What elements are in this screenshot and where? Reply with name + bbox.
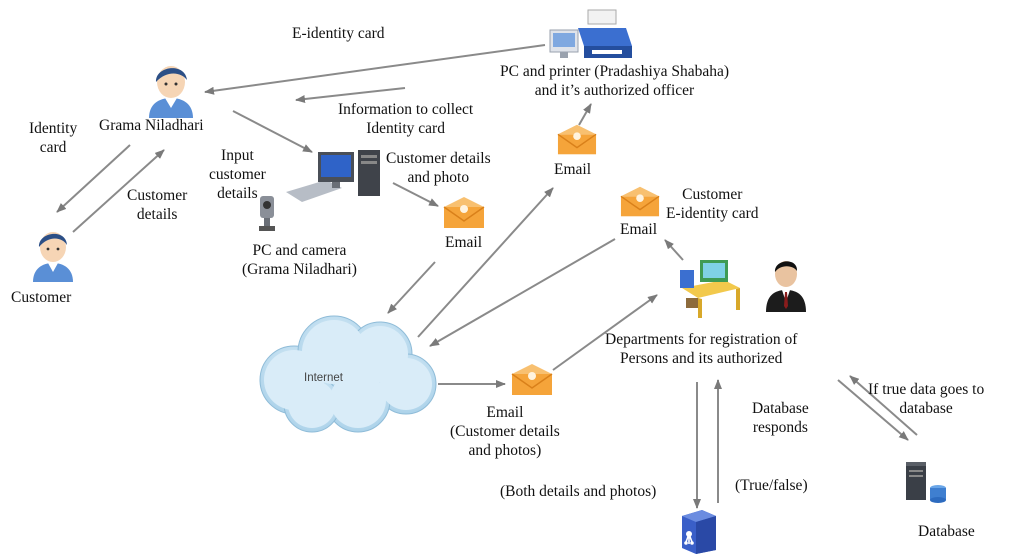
e-identity-card-label: E-identity card [292, 25, 385, 42]
email-envelope-icon [511, 364, 553, 396]
grama-niladhari-label: Grama Niladhari [99, 117, 204, 134]
arrow-dept-to-email3 [664, 239, 684, 261]
information-collect-label: Information to collect Identity card [338, 101, 474, 137]
arrow-customer-to-gn [72, 149, 165, 233]
email-customer-details-label: Email (Customer details and photos) [450, 404, 560, 459]
arrow-internet-to-email2 [417, 187, 554, 338]
if-true-label: If true data goes to database [868, 381, 985, 417]
email-label: Email [554, 161, 592, 178]
customer-label: Customer [11, 289, 72, 306]
arrow-gn-to-customer [56, 144, 131, 213]
customer-e-identity-label: Customer E-identity card [666, 186, 759, 222]
grama-niladhari-avatar-icon [145, 60, 197, 118]
arrow-email3-to-internet [429, 238, 616, 347]
departments-label: Departments for registration of Persons … [605, 331, 798, 367]
department-desk-icon [678, 258, 744, 320]
arrow-pc-to-email1 [392, 182, 439, 207]
camera-icon [257, 194, 277, 232]
desktop-pc-icon [286, 150, 386, 210]
arrow-db-to-dept [849, 375, 918, 436]
arrow-info-to-gn [295, 87, 406, 103]
pc-camera-label: PC and camera (Grama Niladhari) [242, 242, 357, 278]
email-envelope-icon [620, 186, 660, 218]
arrow-eid-to-gn [204, 44, 546, 95]
customer-details-photo-label: Customer details and photo [386, 150, 491, 186]
arrow-dept-to-db [837, 379, 909, 441]
email-label: Email [620, 221, 658, 238]
authorized-officer-person-icon [764, 256, 808, 312]
database-label: Database [918, 523, 975, 540]
internet-cloud-icon [254, 312, 440, 434]
server-icon [678, 508, 720, 554]
database-responds-label: Database responds [752, 400, 809, 436]
both-details-label: (Both details and photos) [500, 483, 657, 500]
database-icon [904, 460, 950, 504]
arrow-gn-to-pc [232, 110, 313, 153]
true-false-label: (True/false) [735, 477, 808, 494]
customer-avatar-icon [30, 226, 76, 282]
email-envelope-icon [557, 124, 597, 156]
pc-printer-icon [548, 6, 634, 64]
email-envelope-icon [443, 197, 485, 229]
arrow-email4-to-dept [552, 294, 658, 371]
arrow-email2-to-pcprinter [578, 103, 592, 126]
customer-details-label: Customer details [127, 187, 188, 223]
arrow-email1-to-internet [387, 261, 436, 314]
email-label: Email [445, 234, 483, 251]
internet-label: Internet [304, 372, 343, 384]
input-customer-details-label: Input customer details [209, 147, 266, 202]
identity-card-label: Identity card [29, 120, 78, 156]
pc-printer-label: PC and printer (Pradashiya Shabaha) and … [500, 63, 729, 99]
